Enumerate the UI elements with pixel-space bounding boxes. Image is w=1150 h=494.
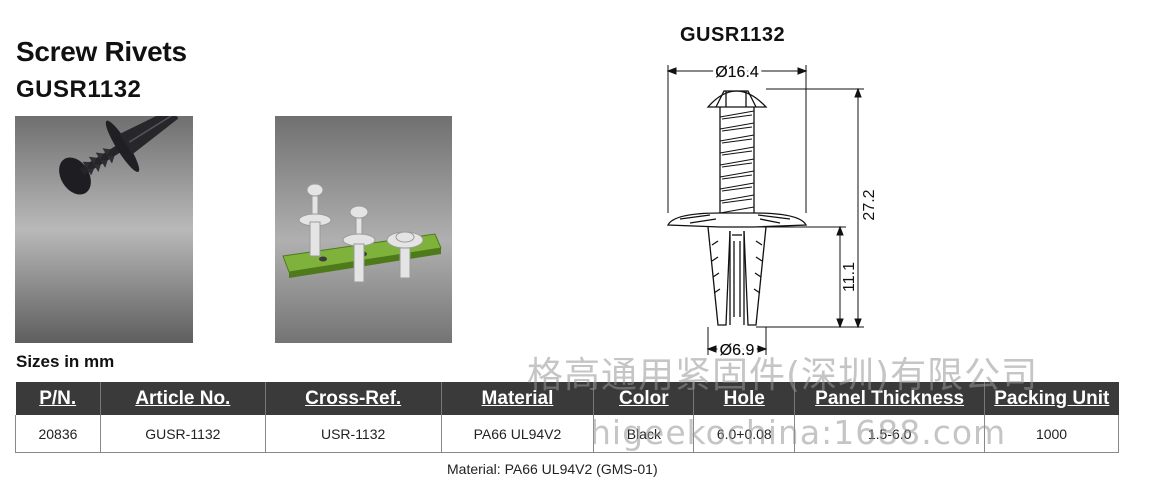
cell-material: PA66 UL94V2 xyxy=(440,415,594,453)
header-color: Color xyxy=(593,382,694,415)
dim-head-diameter-text: Ø16.4 xyxy=(715,64,759,81)
drawing-title: GUSR1132 xyxy=(680,24,786,46)
dim-bottom-diameter-text: Ø6.9 xyxy=(720,342,755,359)
cell-color: Black xyxy=(593,415,694,453)
cell-panel-thickness: 1.5-6.0 xyxy=(794,415,985,453)
header-cross-ref: Cross-Ref. xyxy=(264,382,442,415)
assembly-photo xyxy=(275,116,452,343)
material-note: Material: PA66 UL94V2 (GMS-01) xyxy=(447,461,658,477)
table-header-row: P/N. Article No. Cross-Ref. Material Col… xyxy=(15,382,1119,415)
rivet-photo xyxy=(15,116,193,343)
part-code: GUSR1132 xyxy=(16,76,142,103)
header-article-no: Article No. xyxy=(99,382,266,415)
cell-hole: 6.0+0.08 xyxy=(693,415,795,453)
technical-drawing: Ø16.4 Ø16.4 27.2 11.1 Ø6.9 Ø6.9 xyxy=(666,61,878,362)
cell-packing-unit: 1000 xyxy=(984,415,1119,453)
cell-pn: 20836 xyxy=(15,415,101,453)
table-row: 20836 GUSR-1132 USR-1132 PA66 UL94V2 Bla… xyxy=(15,415,1119,453)
sizes-label: Sizes in mm xyxy=(16,352,115,371)
spec-table: P/N. Article No. Cross-Ref. Material Col… xyxy=(15,382,1119,453)
dim-total-length: 27.2 xyxy=(861,189,878,220)
cell-article-no: GUSR-1132 xyxy=(99,415,266,453)
dim-bottom-diameter: Ø6.9 xyxy=(720,342,755,359)
header-packing-unit: Packing Unit xyxy=(984,382,1119,415)
dim-head-diameter: Ø16.4 xyxy=(715,64,759,81)
header-panel-thickness: Panel Thickness xyxy=(794,382,985,415)
header-pn: P/N. xyxy=(15,382,101,415)
header-material: Material xyxy=(440,382,594,415)
page-title: Screw Rivets xyxy=(16,36,187,67)
header-hole: Hole xyxy=(693,382,795,415)
cell-cross-ref: USR-1132 xyxy=(264,415,442,453)
dim-leg-length: 11.1 xyxy=(841,262,858,292)
